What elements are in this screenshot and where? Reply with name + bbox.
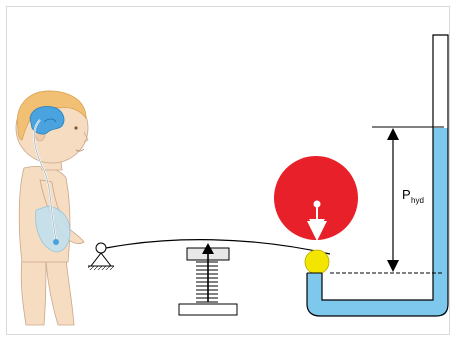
pressure-label: P: [402, 187, 411, 202]
pressure-dimension: [330, 126, 444, 274]
spring-icon: [178, 243, 238, 316]
manometer-tube-icon: [306, 34, 449, 317]
pressure-label-subscript: hyd: [411, 196, 424, 205]
child-figure-icon: [15, 90, 89, 326]
figure-frame: [6, 6, 450, 335]
pivot-hinge-icon: [88, 242, 114, 270]
valve-ball-icon: [304, 249, 330, 275]
weight-ball-icon: [274, 156, 358, 241]
lever-beam: [105, 239, 331, 255]
